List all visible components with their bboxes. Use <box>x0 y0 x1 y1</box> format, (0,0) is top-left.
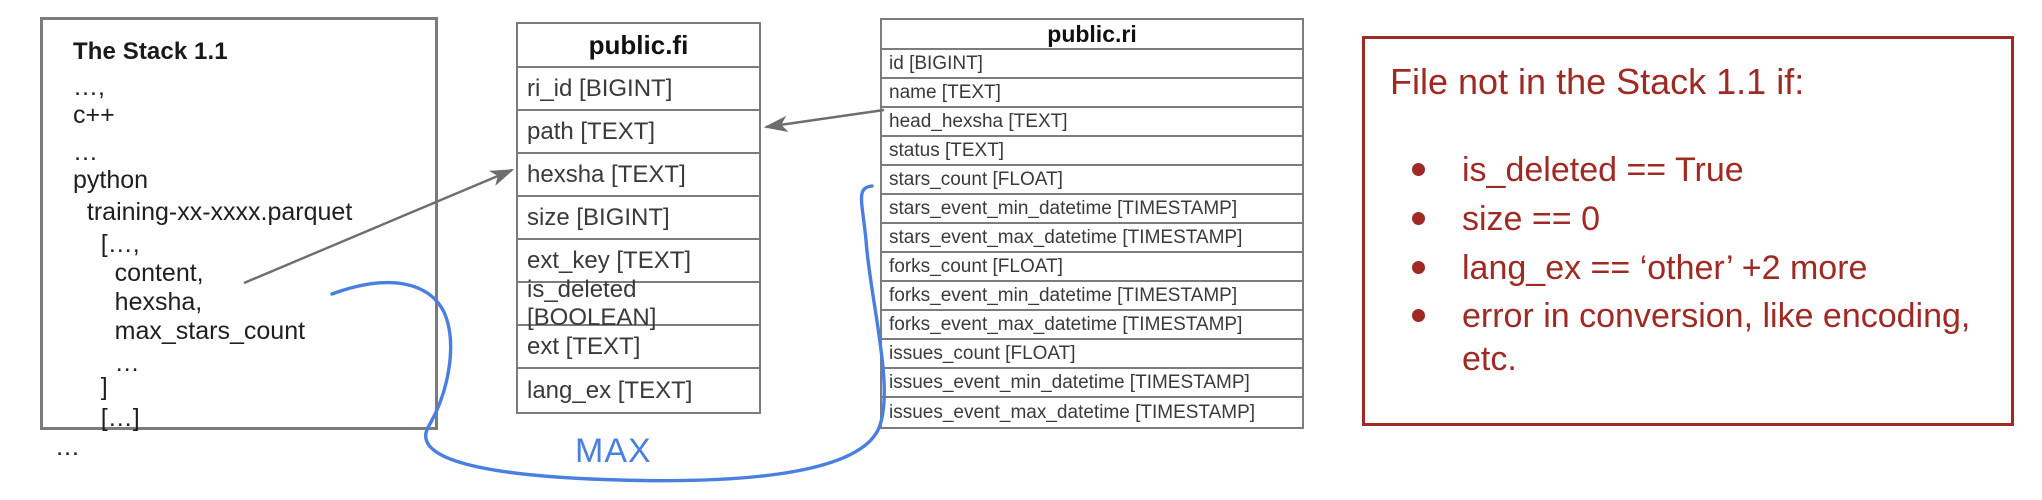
connector-ri-id-to-fi-riid <box>763 108 885 132</box>
table-row: path [TEXT] <box>518 111 759 154</box>
max-annotation-label: MAX <box>575 432 652 470</box>
table-row: stars_event_min_datetime [TIMESTAMP] <box>882 195 1302 224</box>
table-public-fi: public.fi ri_id [BIGINT] path [TEXT] hex… <box>516 22 761 414</box>
list-item: size == 0 <box>1390 198 1990 241</box>
table-row: forks_event_min_datetime [TIMESTAMP] <box>882 282 1302 311</box>
table-row: ri_id [BIGINT] <box>518 68 759 111</box>
table-row: status [TEXT] <box>882 137 1302 166</box>
list-item-label: lang_ex == ‘other’ +2 more <box>1462 248 1868 287</box>
table-row: stars_event_max_datetime [TIMESTAMP] <box>882 224 1302 253</box>
bullet-icon <box>1412 309 1425 323</box>
table-public-ri-title: public.ri <box>882 20 1302 50</box>
table-row: head_hexsha [TEXT] <box>882 108 1302 137</box>
bullet-icon <box>1412 163 1425 176</box>
stack-line-6: content, <box>73 259 204 287</box>
table-row: size [BIGINT] <box>518 197 759 240</box>
list-item: error in conversion, like encoding, etc. <box>1390 295 1990 381</box>
table-row: issues_count [FLOAT] <box>882 340 1302 369</box>
list-item: lang_ex == ‘other’ +2 more <box>1390 247 1990 290</box>
table-row: hexsha [TEXT] <box>518 154 759 197</box>
stack-line-0: …, <box>73 73 105 101</box>
table-row: forks_event_max_datetime [TIMESTAMP] <box>882 311 1302 340</box>
stack-line-11: […] <box>73 404 140 432</box>
table-row: ext [TEXT] <box>518 326 759 369</box>
exclusion-criteria-callout: File not in the Stack 1.1 if: is_deleted… <box>1362 36 2014 426</box>
table-row: is_deleted [BOOLEAN] <box>518 276 759 331</box>
stack-line-7: hexsha, <box>73 288 203 316</box>
callout-title: File not in the Stack 1.1 if: <box>1390 61 1805 102</box>
stack-line-5: […, <box>73 230 140 258</box>
stack-line-1: c++ <box>73 101 115 129</box>
stack-line-3: python <box>73 166 149 194</box>
table-row: id [BIGINT] <box>882 50 1302 79</box>
bullet-icon <box>1412 260 1425 274</box>
stack-line-10: ] <box>73 373 108 401</box>
table-row: lang_ex [TEXT] <box>527 376 693 404</box>
table-public-fi-title: public.fi <box>518 24 759 68</box>
stack-line-4: training-xx-xxxx.parquet <box>73 198 353 226</box>
table-public-ri: public.ri id [BIGINT] name [TEXT] head_h… <box>880 18 1304 429</box>
list-item-label: is_deleted == True <box>1462 151 1744 189</box>
table-row: stars_count [FLOAT] <box>882 166 1302 195</box>
stack-line-8: max_stars_count <box>73 317 306 345</box>
stack-box-title: The Stack 1.1 <box>73 38 228 65</box>
stack-dataset-box: The Stack 1.1 …, c++ … python training-x… <box>40 17 438 460</box>
stack-line-12: … <box>55 433 80 461</box>
stack-line-2: … <box>73 138 98 166</box>
list-item: is_deleted == True <box>1390 149 1990 192</box>
bullet-icon <box>1412 211 1425 225</box>
list-item-label: size == 0 <box>1462 199 1600 238</box>
table-row: issues_event_min_datetime [TIMESTAMP] <box>882 369 1302 398</box>
table-row: name [TEXT] <box>882 79 1302 108</box>
callout-list: is_deleted == True size == 0 lang_ex == … <box>1390 149 1990 387</box>
stack-line-9: … <box>73 349 140 377</box>
list-item-label: error in conversion, like encoding, etc. <box>1462 297 1971 379</box>
table-row: issues_event_max_datetime [TIMESTAMP] <box>889 401 1256 423</box>
table-row: forks_count [FLOAT] <box>882 253 1302 282</box>
